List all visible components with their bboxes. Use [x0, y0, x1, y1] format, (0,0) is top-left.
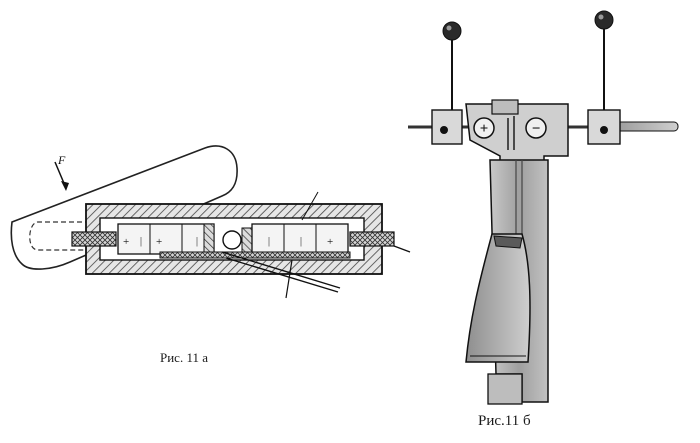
- minus-mark-1: |: [140, 236, 142, 247]
- plus-mark-2: +: [156, 236, 162, 248]
- left-clamp-block: [431, 109, 463, 145]
- caption-figure-a: Рис. 11 а: [160, 350, 208, 365]
- minus-mark-4: |: [300, 236, 302, 247]
- plus-mark-3: +: [327, 236, 333, 248]
- right-knob: [594, 10, 614, 30]
- plus-terminal: [473, 117, 495, 139]
- force-arrow: [54, 161, 69, 191]
- left-contact: [71, 231, 117, 247]
- lead-wire: [221, 191, 341, 299]
- handle-foot: [487, 373, 523, 405]
- angled-tip: [465, 233, 531, 363]
- minus-terminal: [525, 117, 547, 139]
- fingertip-dashed: [29, 221, 90, 251]
- plus-mark-1: +: [123, 236, 129, 248]
- contact-strip: [159, 251, 351, 259]
- left-battery-pack: [117, 223, 215, 255]
- left-knob: [442, 21, 462, 41]
- right-wire: [393, 245, 411, 253]
- caption-figure-b: Рис.11 б: [478, 413, 531, 429]
- plus-symbol: +: [480, 121, 489, 137]
- figure-b-diagram: + −: [408, 10, 679, 405]
- minus-mark-3: |: [268, 236, 270, 247]
- ball-contact: [222, 230, 242, 250]
- minus-mark-2: |: [196, 236, 198, 247]
- finger-outline: [10, 145, 238, 270]
- force-label: F: [57, 153, 66, 167]
- figure-a-diagram: F + + + | | | |: [10, 145, 411, 299]
- minus-symbol: −: [532, 121, 541, 137]
- right-contact: [349, 231, 395, 247]
